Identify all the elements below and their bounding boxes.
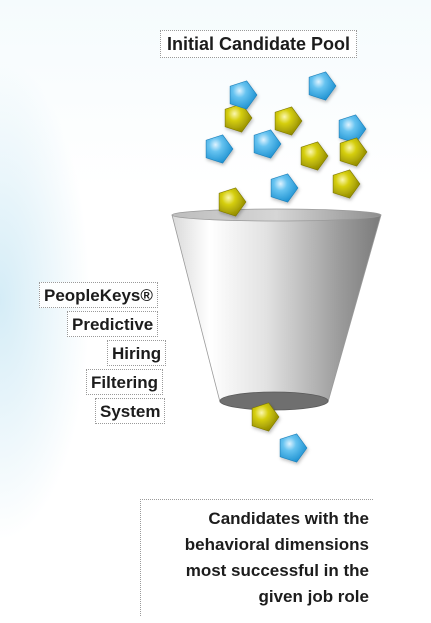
system-label-line-4: Filtering [86,369,164,395]
caption-line-3: most successful in the [185,561,369,580]
caption-line-1: Candidates with the [208,509,369,528]
funnel [171,208,382,411]
blue-ball [205,134,234,164]
yellow-ball [251,402,280,432]
yellow-ball [332,169,361,199]
system-label-line-1: PeopleKeys® [39,282,158,308]
yellow-ball [339,137,368,167]
system-label-line-5: System [95,398,166,424]
yellow-ball [218,187,247,217]
yellow-ball [274,106,303,136]
blue-ball [229,80,258,110]
selected-candidate-balls [251,402,308,463]
result-caption: Candidates with the behavioral dimension… [140,499,373,616]
system-label-line-2: Predictive [67,311,159,337]
candidate-balls [205,71,368,217]
caption-line-2: behavioral dimensions [184,535,369,554]
diagram-title: Initial Candidate Pool [160,30,358,58]
blue-ball [279,433,308,463]
blue-ball [270,173,299,203]
blue-ball [338,114,367,144]
yellow-ball [300,141,329,171]
yellow-ball [224,103,253,133]
system-label-line-3: Hiring [107,340,167,366]
blue-ball [253,129,282,159]
caption-line-4: given job role [258,587,369,606]
blue-ball [308,71,337,101]
